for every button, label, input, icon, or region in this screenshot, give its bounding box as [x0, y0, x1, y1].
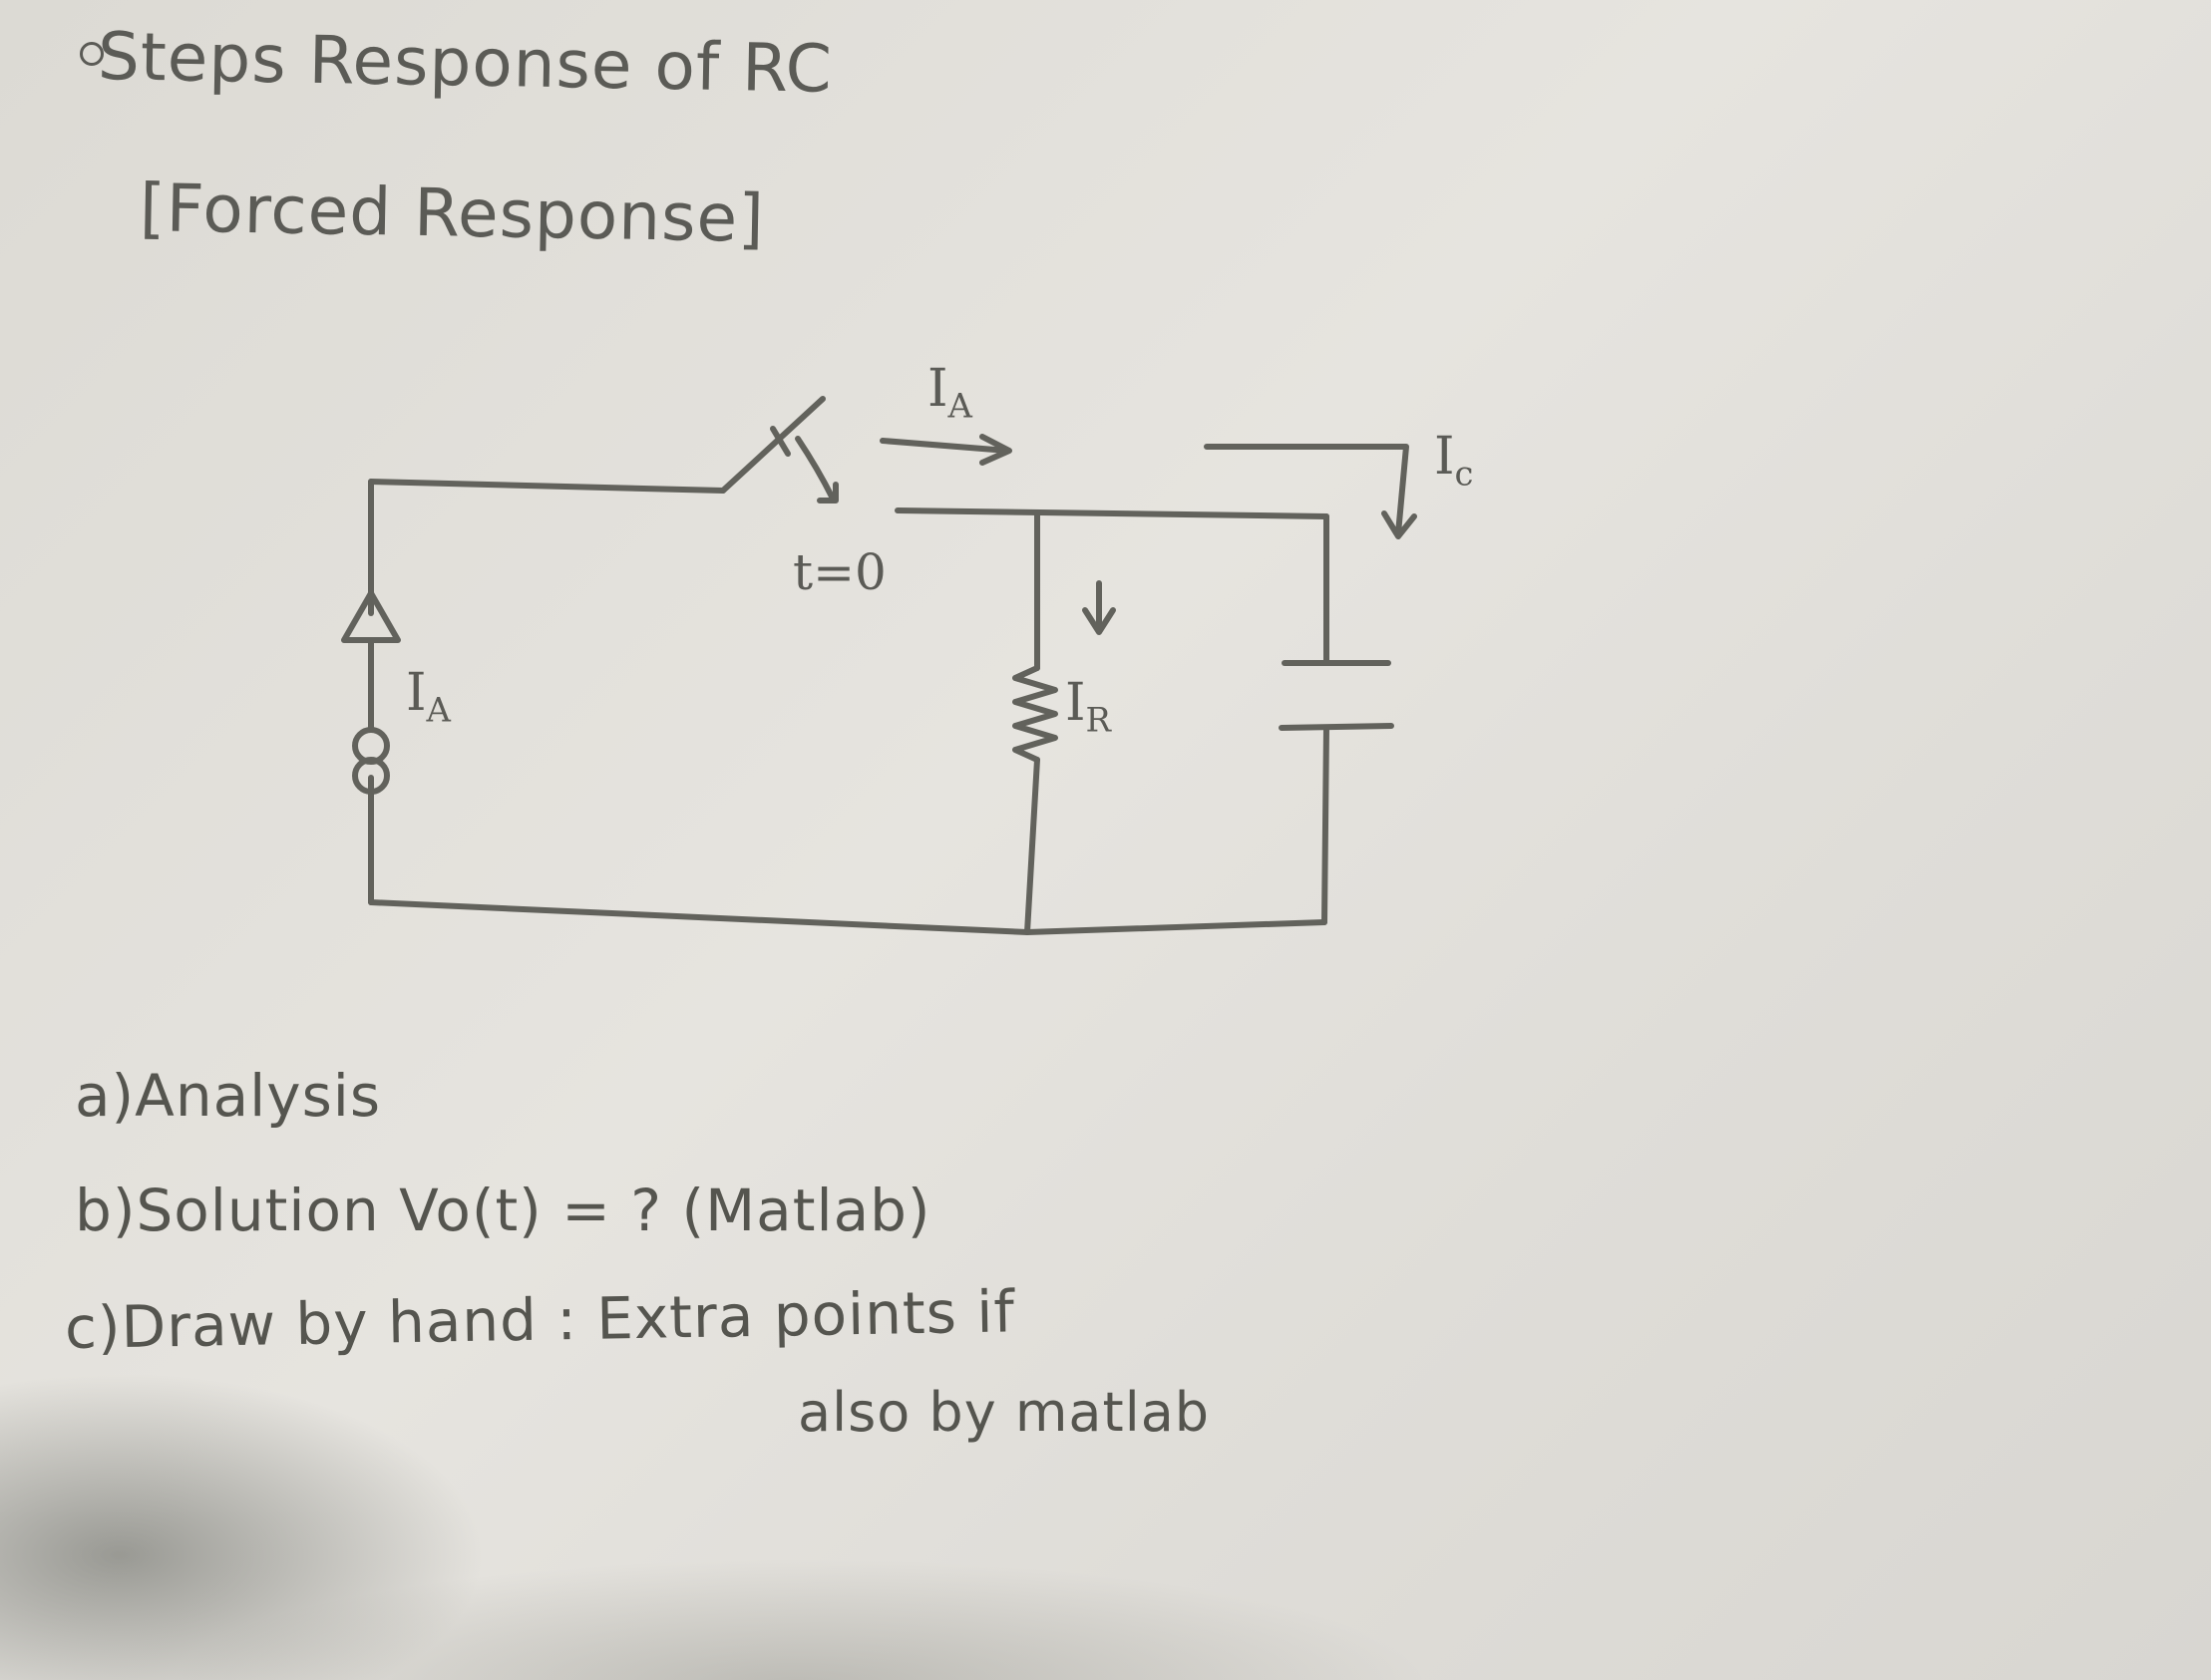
resistor-bottom-wire: [1024, 757, 1040, 935]
capacitor-current-arrow: [1204, 444, 1417, 539]
question-c-continued: also by matlab: [798, 1381, 1211, 1444]
question-a: a)Analysis: [75, 1062, 382, 1130]
branch-current-arrow: [880, 434, 1012, 466]
resistor-zigzag: [1012, 665, 1058, 763]
source-current-label: IA: [406, 663, 451, 730]
resistor-current-label: IR: [1065, 673, 1111, 740]
question-b: b)Solution Vo(t) = ? (Matlab): [75, 1176, 931, 1244]
switch-blade: [720, 396, 826, 494]
top-left-wire: [368, 479, 726, 494]
branch-current-label: IA: [927, 359, 972, 426]
switch-arrow: [795, 436, 839, 504]
resistor-current-arrow: [1082, 580, 1116, 635]
capacitor-current-label: Ic: [1434, 427, 1474, 494]
bottom-wire: [368, 899, 1327, 935]
capacitor-bottom-wire: [1321, 725, 1329, 925]
switch-time-label: t=0: [793, 543, 887, 601]
capacitor-plate-bottom: [1279, 723, 1394, 731]
top-right-wire: [895, 507, 1329, 519]
